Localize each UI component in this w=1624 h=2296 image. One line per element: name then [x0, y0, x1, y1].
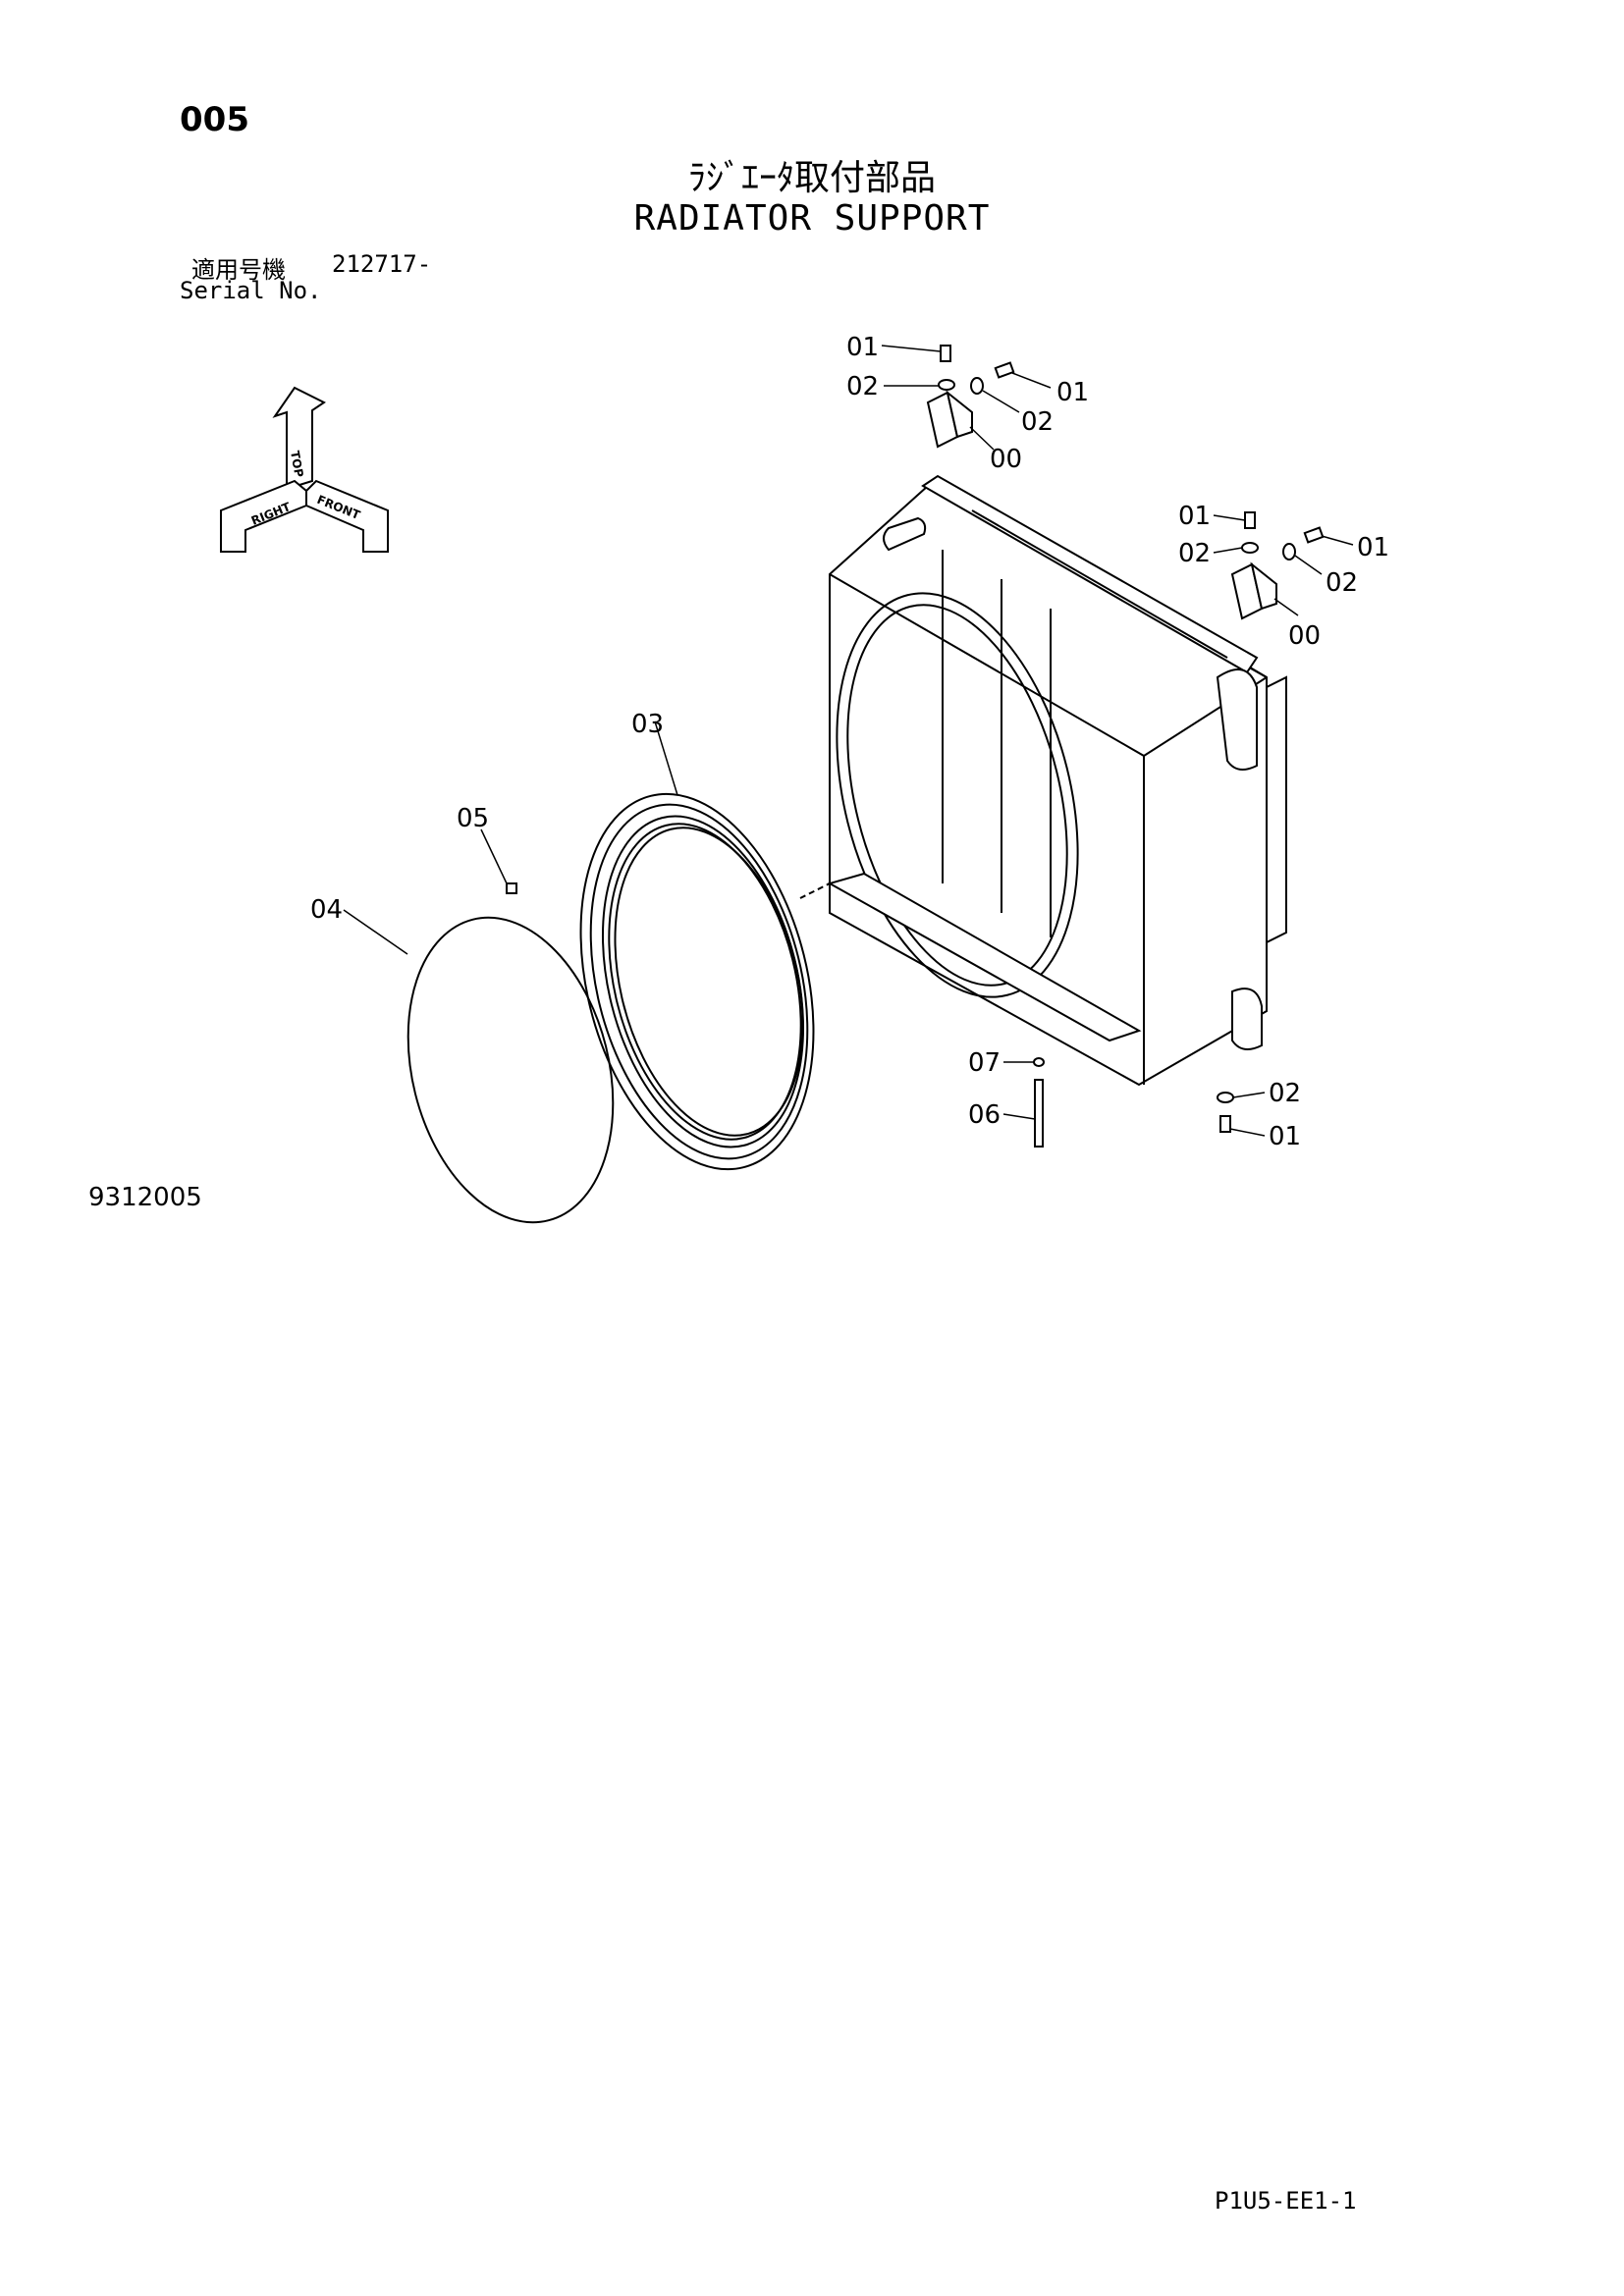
label-ring: 04: [310, 895, 343, 925]
label-bolt-c: 01: [1178, 502, 1211, 531]
label-washer-b: 02: [1021, 407, 1054, 437]
cap-icon: [506, 882, 517, 894]
washer-icon: [970, 377, 984, 395]
label-shroud: 03: [631, 710, 664, 739]
inlet-pipe: [883, 516, 927, 552]
bottom-tank: [827, 872, 1142, 1042]
washer-icon: [1217, 1092, 1234, 1103]
label-cap: 05: [457, 804, 489, 833]
washer-icon: [1241, 542, 1259, 554]
radiator-assembly: [799, 474, 1287, 1087]
title-english: RADIATOR SUPPORT: [633, 198, 991, 239]
orientation-indicator: TOP RIGHT FRONT: [220, 386, 389, 553]
bracket-upper-left: [926, 390, 973, 449]
hardware: [506, 345, 1325, 1148]
shroud-ring: [579, 792, 815, 1171]
washer-icon: [1282, 543, 1296, 561]
serial-label-english: Serial No.: [180, 277, 322, 304]
leader-lines: [343, 345, 1354, 1137]
label-washer-a: 02: [846, 372, 879, 401]
bolt-icon: [940, 345, 951, 362]
page-number: 005: [180, 100, 249, 139]
label-bracket-a: 00: [990, 445, 1022, 474]
washer-icon: [938, 379, 955, 391]
label-washer-e: 07: [968, 1048, 1001, 1078]
side-hose: [1216, 668, 1258, 771]
front-arrow-icon: [305, 479, 389, 553]
bolt-icon: [1219, 1115, 1231, 1133]
label-washer-c: 02: [1178, 539, 1211, 568]
bracket-upper-right: [1230, 561, 1277, 620]
serial-label-japanese: 適用号機: [191, 256, 286, 284]
sheet-id: P1U5-EE1-1: [1215, 2187, 1357, 2215]
right-arrow-icon: [220, 479, 307, 553]
guard-ring: [406, 916, 615, 1224]
drawing-number: 9312005: [88, 1183, 202, 1212]
label-washer-d: 02: [1326, 568, 1358, 598]
fan-opening: [836, 592, 1079, 998]
label-bracket-b: 00: [1288, 621, 1321, 651]
label-bolt-d: 01: [1357, 533, 1389, 562]
title-japanese: ﾗｼﾞｴｰﾀ取付部品: [687, 158, 936, 198]
label-bolt-b: 01: [1056, 378, 1089, 407]
bolt-icon: [994, 361, 1015, 379]
rod-icon: [1034, 1079, 1044, 1148]
lower-hose: [1231, 988, 1263, 1050]
label-bolt-a: 01: [846, 333, 879, 362]
label-bolt-e: 01: [1269, 1122, 1301, 1151]
orientation-top-label: TOP: [288, 450, 306, 478]
bolt-icon: [1303, 526, 1325, 544]
top-tank: [921, 474, 1259, 674]
label-rod: 06: [968, 1100, 1001, 1130]
label-washer-f: 02: [1269, 1079, 1301, 1108]
washer-icon: [1033, 1057, 1045, 1067]
serial-value: 212717-: [332, 250, 432, 278]
bolt-icon: [1244, 511, 1256, 529]
